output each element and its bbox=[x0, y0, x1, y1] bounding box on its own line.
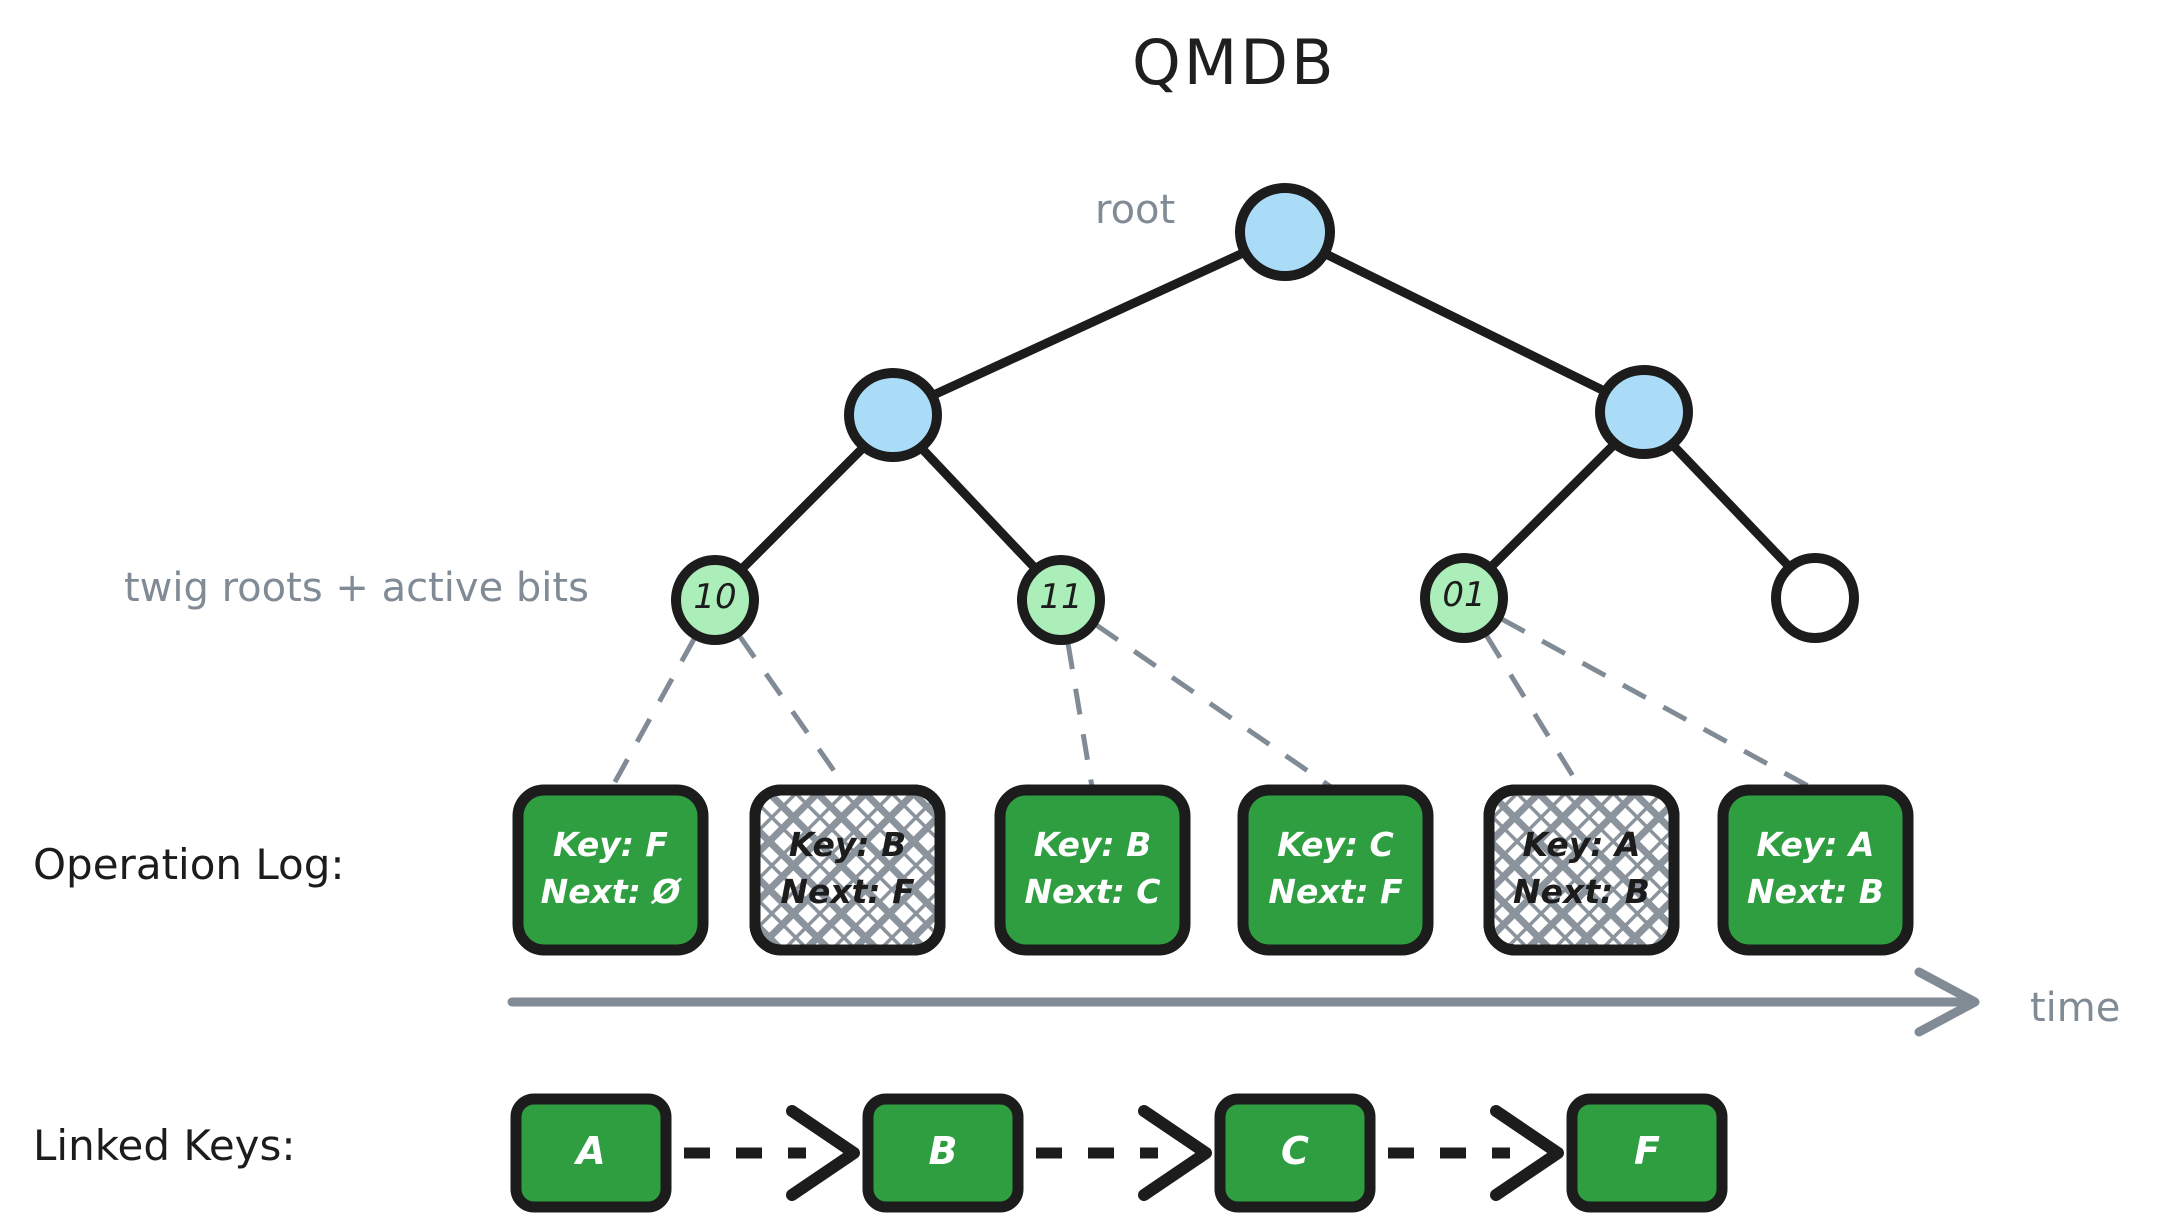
tree-node-group bbox=[671, 183, 1859, 645]
tree-edge-inner-right-to-twig-01 bbox=[1479, 432, 1627, 579]
tree-edge-root-to-inner-right bbox=[1309, 243, 1621, 402]
tree-edge-inner-left-to-twig-10 bbox=[729, 435, 876, 581]
linked-key-box-F[interactable] bbox=[1566, 1093, 1728, 1213]
oplog-key-line-5: Key: A bbox=[1756, 825, 1875, 864]
linked-key-box-A[interactable] bbox=[510, 1093, 672, 1213]
linked-key-label-B: B bbox=[928, 1129, 958, 1173]
dashed-link-twig-11-entry3 bbox=[1094, 622, 1337, 793]
oplog-next-line-0: Next: Ø bbox=[540, 871, 681, 911]
oplog-entry-text-0: Key: F Next: Ø bbox=[518, 822, 703, 916]
oplog-box-5[interactable] bbox=[1717, 784, 1914, 956]
operation-log-label: Operation Log: bbox=[33, 840, 345, 889]
oplog-entry-text-4: Key: A Next: B bbox=[1489, 822, 1674, 916]
oplog-entry-text-1: Key: B Next: F bbox=[755, 822, 940, 916]
oplog-box-3[interactable] bbox=[1237, 784, 1434, 956]
operation-log-box-group bbox=[512, 784, 1914, 956]
linked-keys-group bbox=[510, 1093, 1728, 1213]
tree-node-twig-01[interactable] bbox=[1420, 553, 1508, 643]
tree-node-twig-empty[interactable] bbox=[1771, 553, 1859, 643]
linked-key-arrowhead-A-to-B bbox=[786, 1105, 860, 1201]
linked-key-arrowhead-C-to-F bbox=[1490, 1105, 1564, 1201]
oplog-next-line-3: Next: F bbox=[1268, 871, 1403, 911]
oplog-box-hatch-overlay-4 bbox=[1483, 784, 1680, 956]
linked-keys-label: Linked Keys: bbox=[33, 1121, 296, 1170]
tree-edge-group bbox=[729, 242, 1801, 581]
oplog-next-line-5: Next: B bbox=[1747, 871, 1884, 911]
oplog-next-line-1: Next: F bbox=[780, 871, 915, 911]
time-axis-group bbox=[507, 967, 1980, 1037]
linked-key-box-B[interactable] bbox=[862, 1093, 1024, 1213]
linked-key-label-F: F bbox=[1634, 1129, 1660, 1173]
tree-node-label-twig-11: 11 bbox=[1039, 577, 1083, 617]
oplog-key-line-1: Key: B bbox=[788, 825, 907, 864]
dashed-link-twig-01-entry5 bbox=[1500, 616, 1817, 793]
dashed-link-twig-01-entry4 bbox=[1484, 634, 1584, 792]
twig-to-log-dashed-group bbox=[608, 616, 1817, 793]
dashed-link-twig-10-entry1 bbox=[737, 634, 850, 792]
linked-key-box-C[interactable] bbox=[1214, 1093, 1376, 1213]
oplog-key-line-3: Key: C bbox=[1277, 825, 1394, 864]
tree-node-twig-10[interactable] bbox=[671, 555, 759, 645]
tree-node-label-twig-10: 10 bbox=[693, 577, 737, 617]
tree-edge-inner-right-to-twig-empty bbox=[1660, 432, 1801, 579]
dashed-link-twig-10-entry0 bbox=[608, 637, 697, 792]
tree-node-inner-right[interactable] bbox=[1595, 365, 1693, 459]
oplog-entry-text-5: Key: A Next: B bbox=[1723, 822, 1908, 916]
tree-node-inner-left[interactable] bbox=[844, 368, 942, 462]
root-label: root bbox=[1095, 187, 1176, 233]
oplog-key-line-4: Key: A bbox=[1522, 825, 1641, 864]
oplog-box-2[interactable] bbox=[994, 784, 1191, 956]
oplog-next-line-2: Next: C bbox=[1024, 871, 1161, 911]
oplog-key-line-2: Key: B bbox=[1033, 825, 1152, 864]
linked-key-label-C: C bbox=[1281, 1129, 1309, 1173]
oplog-box-0[interactable] bbox=[512, 784, 709, 956]
tree-edge-inner-left-to-twig-11 bbox=[909, 435, 1047, 581]
dashed-link-twig-11-entry2 bbox=[1065, 642, 1095, 791]
linked-key-arrowhead-B-to-C bbox=[1138, 1105, 1212, 1201]
oplog-entry-text-2: Key: B Next: C bbox=[1000, 822, 1185, 916]
time-axis-arrowhead bbox=[1914, 967, 1980, 1037]
oplog-entry-text-3: Key: C Next: F bbox=[1243, 822, 1428, 916]
oplog-box-hatch-overlay-1 bbox=[749, 784, 946, 956]
tree-node-label-twig-01: 01 bbox=[1442, 575, 1486, 615]
linked-key-label-A: A bbox=[576, 1129, 606, 1173]
oplog-next-line-4: Next: B bbox=[1513, 871, 1650, 911]
twig-roots-label: twig roots + active bits bbox=[124, 565, 589, 611]
time-axis-label: time bbox=[2030, 985, 2121, 1031]
tree-edge-root-to-inner-left bbox=[917, 242, 1261, 405]
page-title: QMDB bbox=[1132, 26, 1337, 99]
tree-node-twig-11[interactable] bbox=[1017, 555, 1105, 645]
tree-node-root[interactable] bbox=[1235, 183, 1335, 281]
oplog-key-line-0: Key: F bbox=[553, 825, 668, 864]
